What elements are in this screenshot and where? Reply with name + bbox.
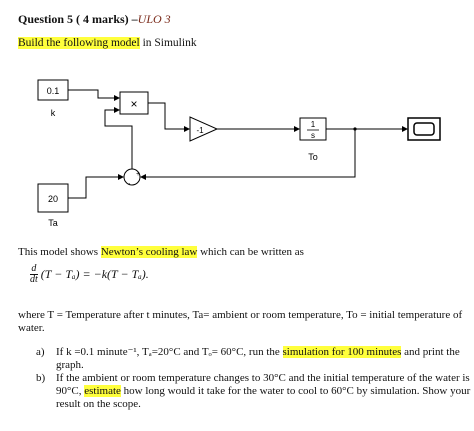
- integrator-label: To: [308, 152, 318, 162]
- estimate-highlight: estimate: [84, 385, 121, 397]
- item-b-label: b): [36, 372, 46, 384]
- constant-ta-block[interactable]: [37, 183, 69, 213]
- instruction: Build the following model in Simulink: [18, 37, 197, 49]
- gain-value: -1: [196, 126, 204, 135]
- model-description-post: which can be written as: [197, 246, 304, 258]
- constant-ta-label: Ta: [48, 218, 58, 228]
- constant-k-label: k: [51, 108, 56, 118]
- product-symbol: ×: [130, 97, 137, 111]
- list-item-b: b) If the ambient or room temperature ch…: [36, 372, 470, 417]
- model-description-pre: This model shows: [18, 246, 101, 258]
- sum-plus-sign: +: [136, 171, 140, 178]
- sum-minus-sign: -: [128, 181, 131, 188]
- ulo-label: ULO 3: [137, 12, 171, 26]
- item-b-line3: result on the scope.: [56, 398, 141, 410]
- item-a-line1-pre: If k =0.1 minute⁻¹, Tₐ=20°C and Tₒ= 60°C…: [56, 346, 283, 358]
- item-b-line2-post: how long would it take for the water to …: [120, 385, 471, 397]
- item-a-line1-post: and print the: [401, 346, 460, 358]
- equation-d: d: [31, 263, 37, 274]
- where-text: where T = Temperature after t minutes, T…: [18, 309, 463, 334]
- item-b-line2-pre: 90°C,: [56, 385, 85, 397]
- instruction-rest: in Simulink: [139, 37, 197, 49]
- list-item-a: a) If k =0.1 minute⁻¹, Tₐ=20°C and Tₒ= 6…: [36, 346, 466, 376]
- item-a-label: a): [36, 346, 45, 358]
- instruction-highlight: Build the following model: [18, 37, 140, 49]
- equation-body: (T − Tₐ) = −k(T − Tₐ).: [40, 267, 149, 281]
- item-b-line1: If the ambient or room temperature chang…: [56, 372, 470, 384]
- question-title: Question 5 ( 4 marks) –ULO 3: [18, 12, 171, 27]
- model-description: This model shows Newton’s cooling law wh…: [18, 246, 304, 259]
- constant-ta-value: 20: [48, 194, 58, 204]
- question-prefix: Question 5 ( 4 marks) –: [18, 12, 138, 26]
- cooling-equation: d dt (T − Tₐ) = −k(T − Tₐ).: [30, 264, 149, 285]
- simulink-diagram: 0.1 k × -1 1 s To 20 Ta + -: [37, 79, 441, 228]
- simulation-highlight: simulation for 100 minutes: [282, 346, 402, 358]
- gain-block[interactable]: [189, 116, 219, 142]
- scope-screen-icon: [413, 122, 435, 136]
- integrator-denominator: s: [311, 131, 315, 140]
- integrator-numerator: 1: [311, 120, 316, 129]
- newtons-law-highlight: Newton’s cooling law: [100, 246, 198, 258]
- item-a-line2: graph.: [56, 359, 84, 371]
- constant-k-value: 0.1: [47, 86, 60, 96]
- equation-dt: dt: [30, 274, 38, 285]
